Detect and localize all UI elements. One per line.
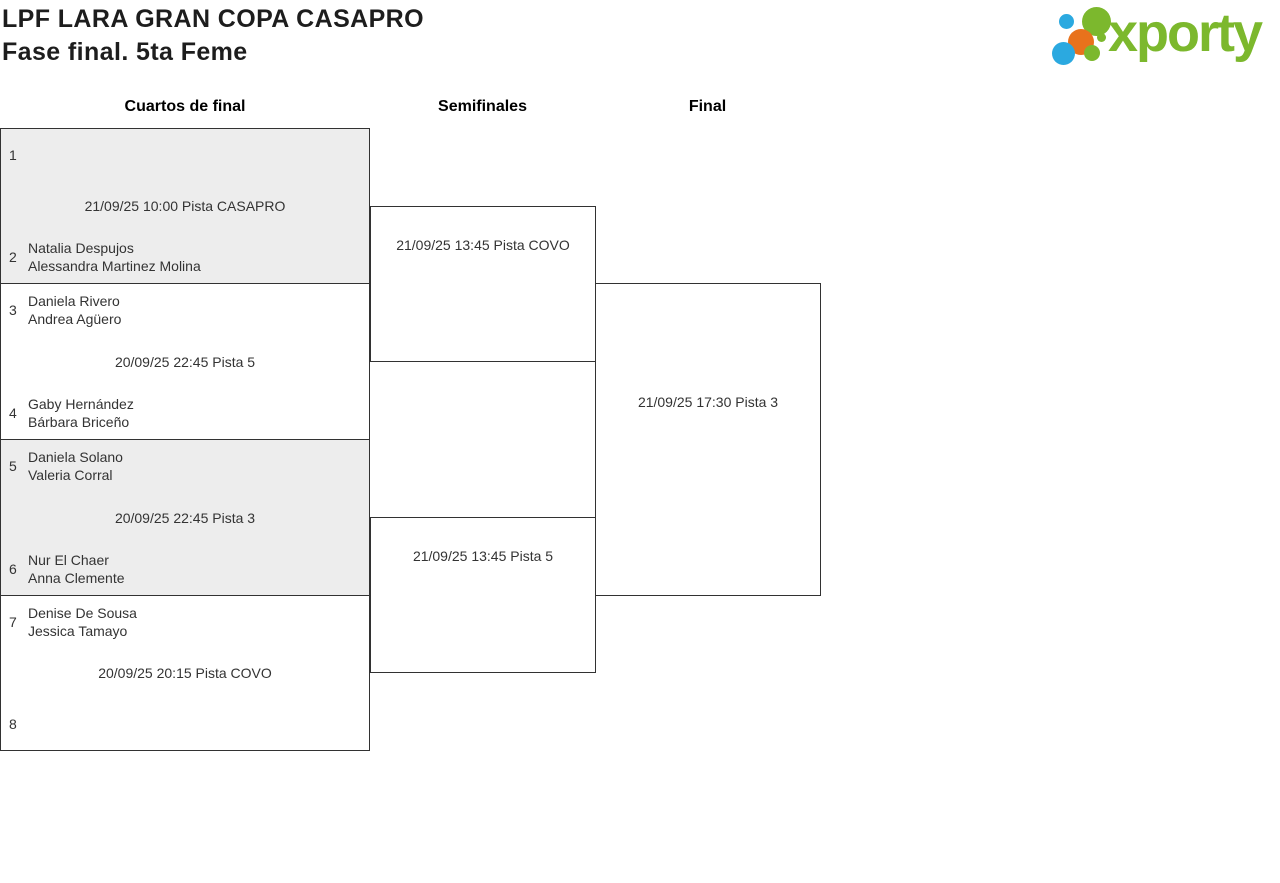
seed-number: 6 [9,561,17,577]
team-slot-seed-3[interactable]: 3 Daniela Rivero Andrea Agüero [1,292,369,328]
player-name-line: Natalia Despujos [28,240,134,256]
team-slot-seed-4[interactable]: 4 Gaby Hernández Bárbara Briceño [1,395,369,431]
logo-dot-icon [1059,14,1074,29]
match-info: 20/09/25 20:15 Pista COVO [98,665,272,681]
player-name-line: Nur El Chaer [28,552,109,568]
team-names: Daniela Rivero Andrea Agüero [28,292,121,328]
match-info: 21/09/25 13:45 Pista 5 [412,548,554,564]
seed-number: 3 [9,302,17,318]
player-name-line: Valeria Corral [28,467,113,483]
team-slot-seed-1: 1 [1,137,369,173]
team-slot-seed-8: 8 [1,706,369,742]
xporty-logo[interactable]: xporty [1048,2,1278,74]
match-final: 21/09/25 17:30 Pista 3 [595,283,821,596]
match-info: 20/09/25 22:45 Pista 3 [114,509,256,526]
match-quarterfinal-4: 7 Denise De Sousa Jessica Tamayo 20/09/2… [0,595,370,751]
team-names: Gaby Hernández Bárbara Briceño [28,395,134,431]
team-slot-seed-5[interactable]: 5 Daniela Solano Valeria Corral [1,448,369,484]
match-info: 21/09/25 13:45 Pista COVO [396,237,570,253]
logo-dot-icon [1097,33,1106,42]
seed-number: 5 [9,458,17,474]
seed-number: 2 [9,249,17,265]
round-header-final: Final [688,98,727,115]
team-names: Denise De Sousa Jessica Tamayo [28,604,137,640]
player-name-line: Denise De Sousa [28,605,137,621]
player-name-line: Alessandra Martinez Molina [28,258,201,274]
seed-number: 1 [9,147,17,163]
seed-number: 7 [9,614,17,630]
team-names: Nur El Chaer Anna Clemente [28,551,125,587]
tournament-name: LPF LARA GRAN COPA CASAPRO [2,5,424,33]
logo-dot-icon [1084,45,1100,61]
seed-number: 8 [9,716,17,732]
round-header-quarterfinals: Cuartos de final [124,98,246,115]
team-slot-seed-2[interactable]: 2 Natalia Despujos Alessandra Martinez M… [1,239,369,275]
team-names: Daniela Solano Valeria Corral [28,448,123,484]
match-info: 21/09/25 10:00 Pista CASAPRO [84,198,286,214]
player-name-line: Anna Clemente [28,570,125,586]
match-quarterfinal-3: 5 Daniela Solano Valeria Corral 20/09/25… [0,439,370,596]
match-info: 21/09/25 17:30 Pista 3 [637,394,779,410]
player-name-line: Gaby Hernández [28,396,134,412]
team-slot-seed-7[interactable]: 7 Denise De Sousa Jessica Tamayo [1,604,369,640]
match-semifinal-2: 21/09/25 13:45 Pista 5 [370,517,596,673]
team-slot-seed-6[interactable]: 6 Nur El Chaer Anna Clemente [1,551,369,587]
round-header-semifinals: Semifinales [438,98,527,115]
phase-subtitle: Fase final. 5ta Feme [2,38,248,66]
match-semifinal-1: 21/09/25 13:45 Pista COVO [370,206,596,362]
match-quarterfinal-2: 3 Daniela Rivero Andrea Agüero 20/09/25 … [0,283,370,440]
player-name-line: Bárbara Briceño [28,414,130,430]
player-name-line: Jessica Tamayo [28,623,128,639]
player-name-line: Daniela Solano [28,449,123,465]
team-names: Natalia Despujos Alessandra Martinez Mol… [28,239,201,275]
match-info: 20/09/25 22:45 Pista 5 [114,353,256,370]
seed-number: 4 [9,405,17,421]
logo-dot-icon [1052,42,1075,65]
match-quarterfinal-1: 1 21/09/25 10:00 Pista CASAPRO 2 Natalia… [0,128,370,284]
page-title: LPF LARA GRAN COPA CASAPRO Fase final. 5… [2,3,424,69]
player-name-line: Daniela Rivero [28,293,120,309]
logo-wordmark: xporty [1108,3,1263,63]
player-name-line: Andrea Agüero [28,311,122,327]
